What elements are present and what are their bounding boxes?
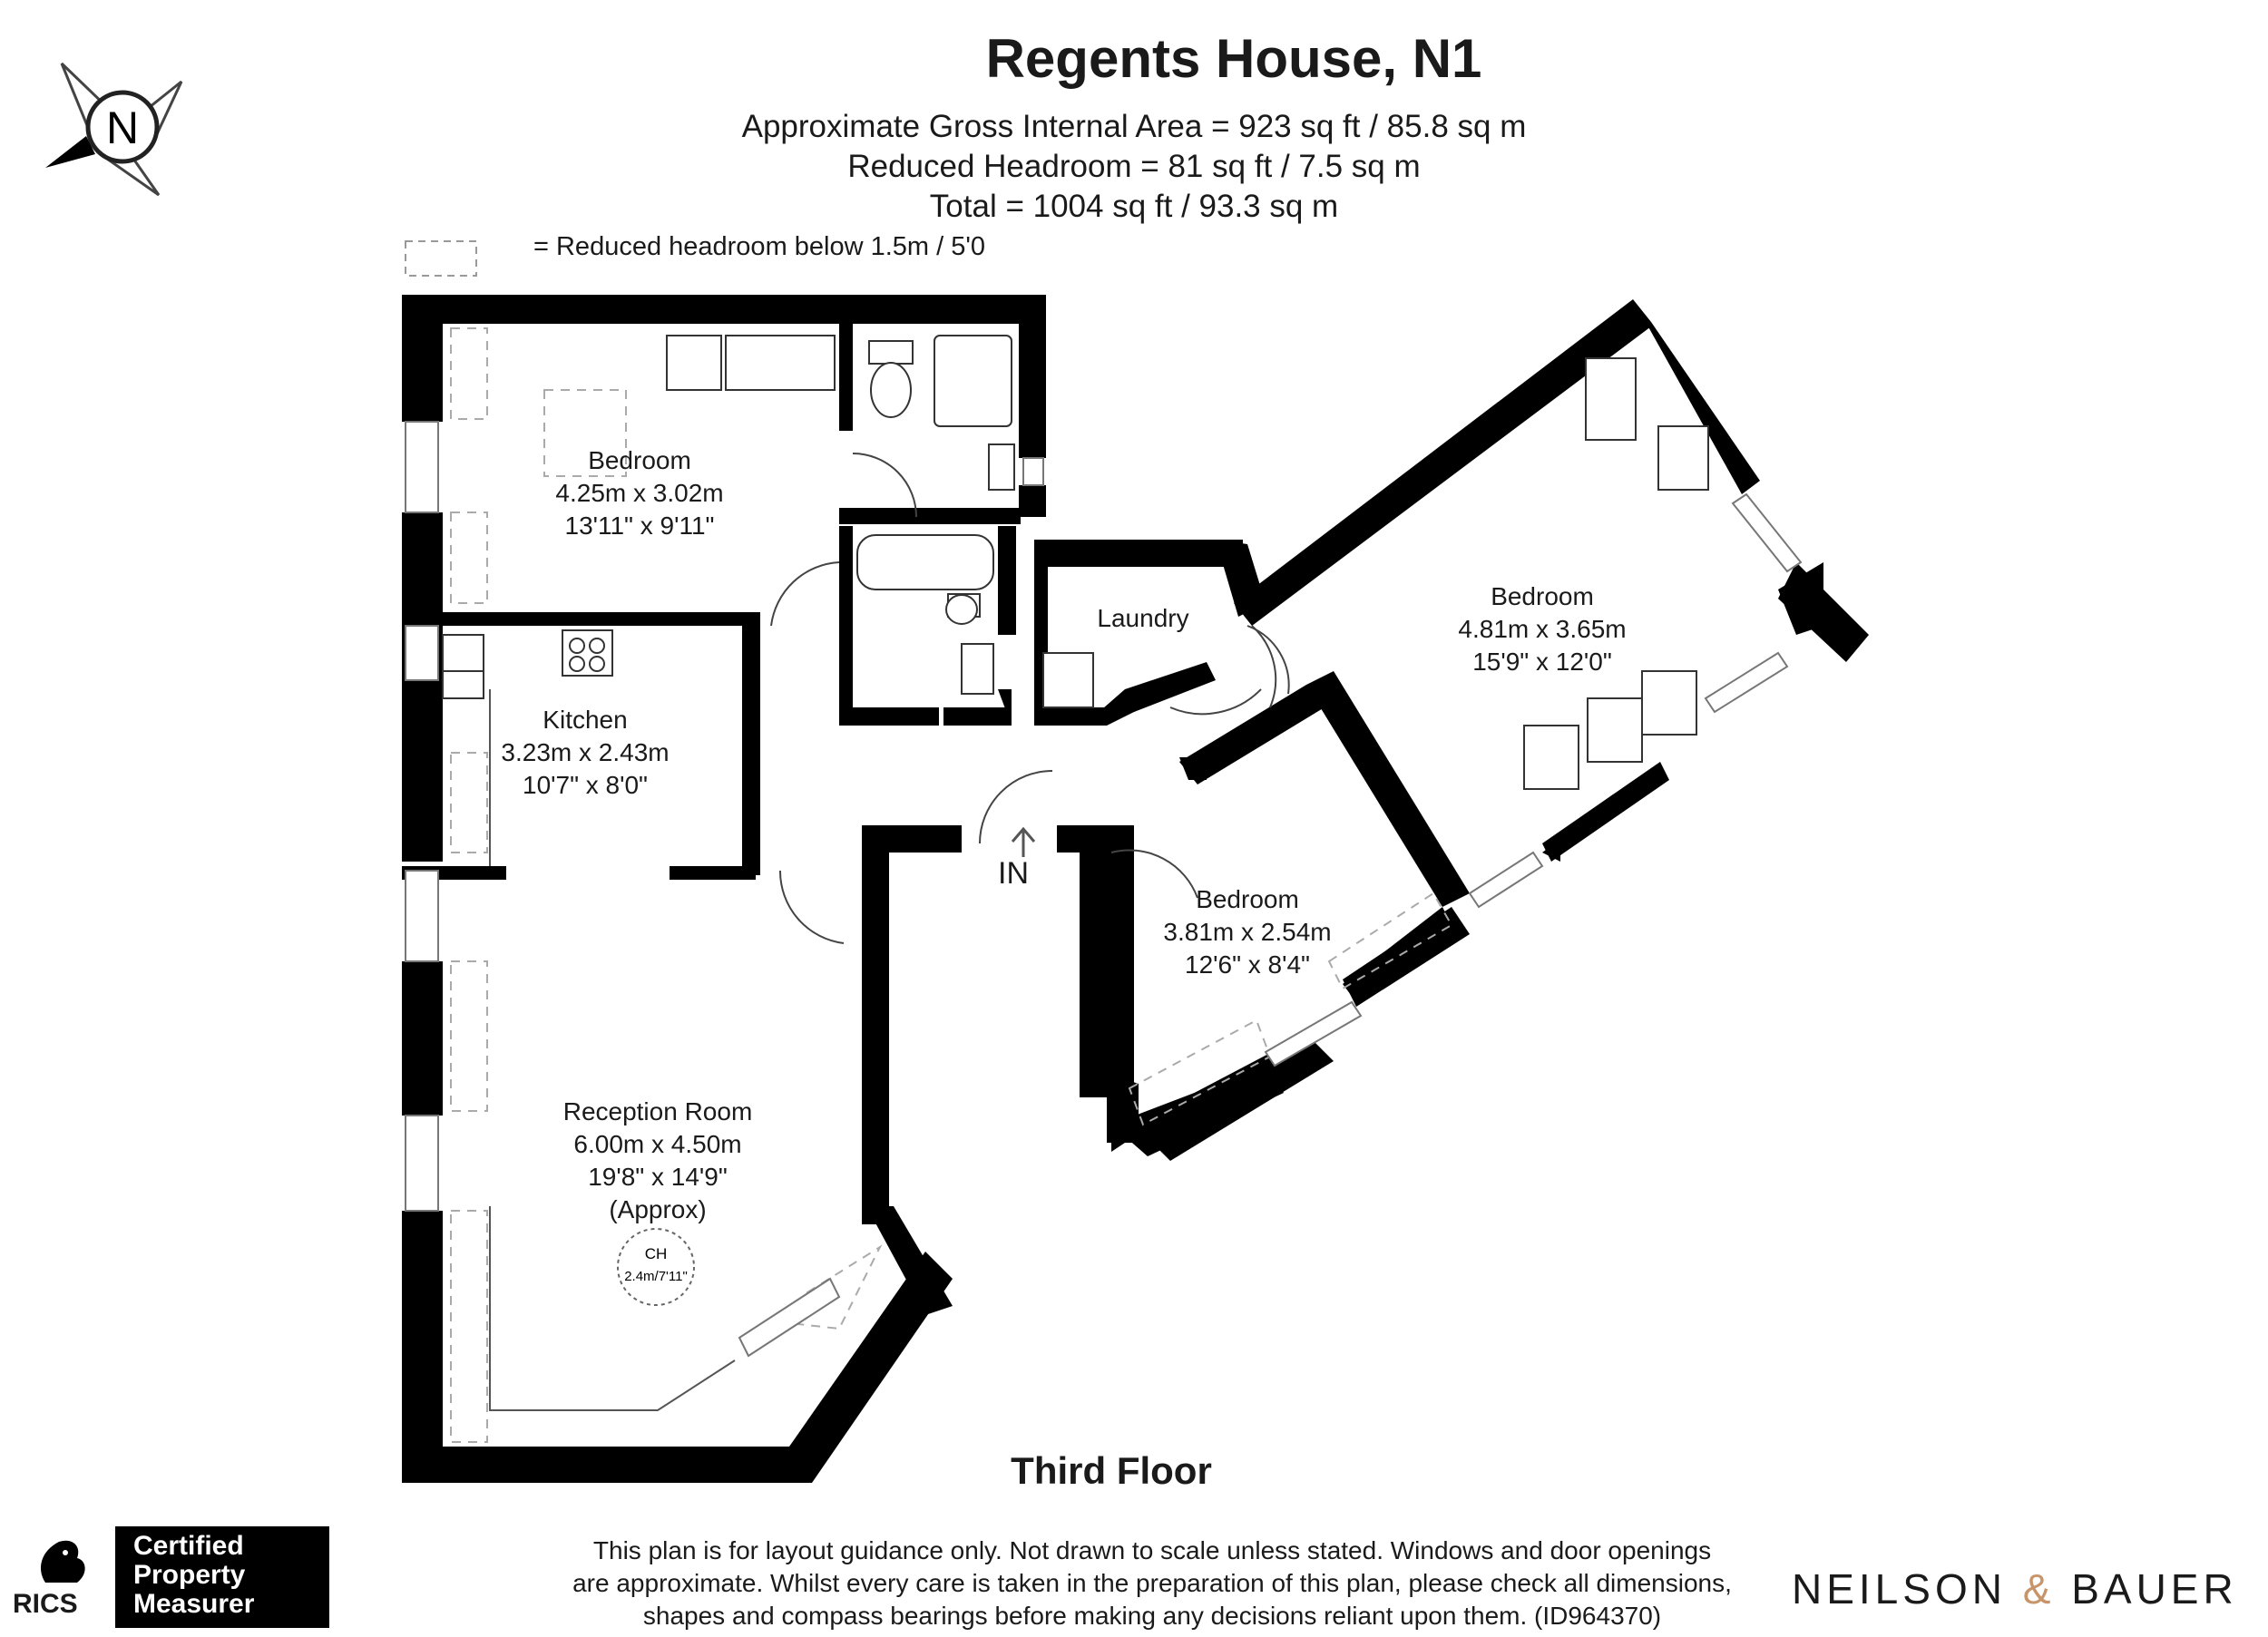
room-kitchen: Kitchen 3.23m x 2.43m 10'7" x 8'0"	[490, 704, 680, 802]
total-area: Total = 1004 sq ft / 93.3 sq m	[929, 189, 1339, 224]
walls	[402, 295, 1243, 1483]
room-laundry: Laundry	[1084, 602, 1202, 635]
room-name: Bedroom	[1196, 885, 1299, 913]
room-metric: 4.81m x 3.65m	[1458, 615, 1627, 643]
cert-line: Measurer	[133, 1589, 255, 1619]
brand-ampersand: &	[2022, 1565, 2056, 1613]
room-metric: 4.25m x 3.02m	[555, 479, 724, 507]
room-name: Bedroom	[1491, 582, 1594, 610]
ceiling-height-marker	[617, 1228, 695, 1306]
room-name: Laundry	[1097, 604, 1189, 632]
room-bedroom-2: Bedroom 4.81m x 3.65m 15'9" x 12'0"	[1442, 580, 1642, 678]
room-bedroom-3: Bedroom 3.81m x 2.54m 12'6" x 8'4"	[1148, 883, 1347, 981]
compass-letter: N	[106, 102, 139, 153]
entrance-arrow-icon	[1011, 826, 1036, 857]
disclaimer-line: are approximate. Whilst every care is ta…	[572, 1569, 1732, 1597]
windows	[405, 421, 1044, 1212]
room-metric: 3.23m x 2.43m	[501, 738, 670, 766]
room-imperial: 13'11" x 9'11"	[564, 512, 715, 540]
floor-label: Third Floor	[1011, 1449, 1212, 1492]
brand-part1: NEILSON	[1792, 1565, 2007, 1613]
room-name: Reception Room	[562, 1097, 753, 1125]
disclaimer: This plan is for layout guidance only. N…	[535, 1535, 1769, 1632]
room-reception: Reception Room 6.00m x 4.50m 19'8" x 14'…	[544, 1096, 771, 1226]
door-swings	[770, 453, 1290, 944]
disclaimer-line: shapes and compass bearings before makin…	[642, 1602, 1662, 1630]
entrance-label: IN	[998, 856, 1029, 891]
room-name: Bedroom	[588, 446, 691, 474]
disclaimer-line: This plan is for layout guidance only. N…	[592, 1536, 1712, 1564]
legend-text: = Reduced headroom below 1.5m / 5'0	[533, 232, 986, 261]
brand-part2: BAUER	[2071, 1565, 2238, 1613]
room-imperial: 19'8" x 14'9"	[588, 1163, 728, 1191]
room-imperial: 10'7" x 8'0"	[523, 771, 648, 799]
gross-area: Approximate Gross Internal Area = 923 sq…	[741, 109, 1527, 144]
plan-title: Regents House, N1	[985, 28, 1482, 89]
rics-text: RICS	[13, 1589, 78, 1619]
legend-dashed-box	[405, 240, 477, 277]
room-imperial: 12'6" x 8'4"	[1185, 950, 1310, 979]
certified-property-measurer-badge: Certified Property Measurer	[115, 1526, 329, 1628]
reception-boundary	[489, 689, 736, 1411]
fixtures	[442, 335, 1709, 790]
rics-lion-logo-icon	[41, 1540, 85, 1583]
ceiling-height-label: CH	[645, 1245, 668, 1262]
reduced-headroom: Reduced Headroom = 81 sq ft / 7.5 sq m	[847, 149, 1421, 184]
cert-line: Certified	[133, 1531, 244, 1561]
compass-icon	[45, 62, 183, 197]
room-imperial: 15'9" x 12'0"	[1472, 648, 1612, 676]
cert-line: Property	[133, 1560, 246, 1590]
room-metric: 6.00m x 4.50m	[573, 1130, 742, 1158]
room-name: Kitchen	[543, 706, 628, 734]
room-bedroom-1: Bedroom 4.25m x 3.02m 13'11" x 9'11"	[544, 444, 735, 542]
brand-logo: NEILSON & BAUER	[1792, 1564, 2238, 1613]
room-metric: 3.81m x 2.54m	[1163, 918, 1332, 946]
ceiling-height-value: 2.4m/7'11"	[624, 1269, 688, 1284]
room-note: (Approx)	[609, 1195, 707, 1223]
